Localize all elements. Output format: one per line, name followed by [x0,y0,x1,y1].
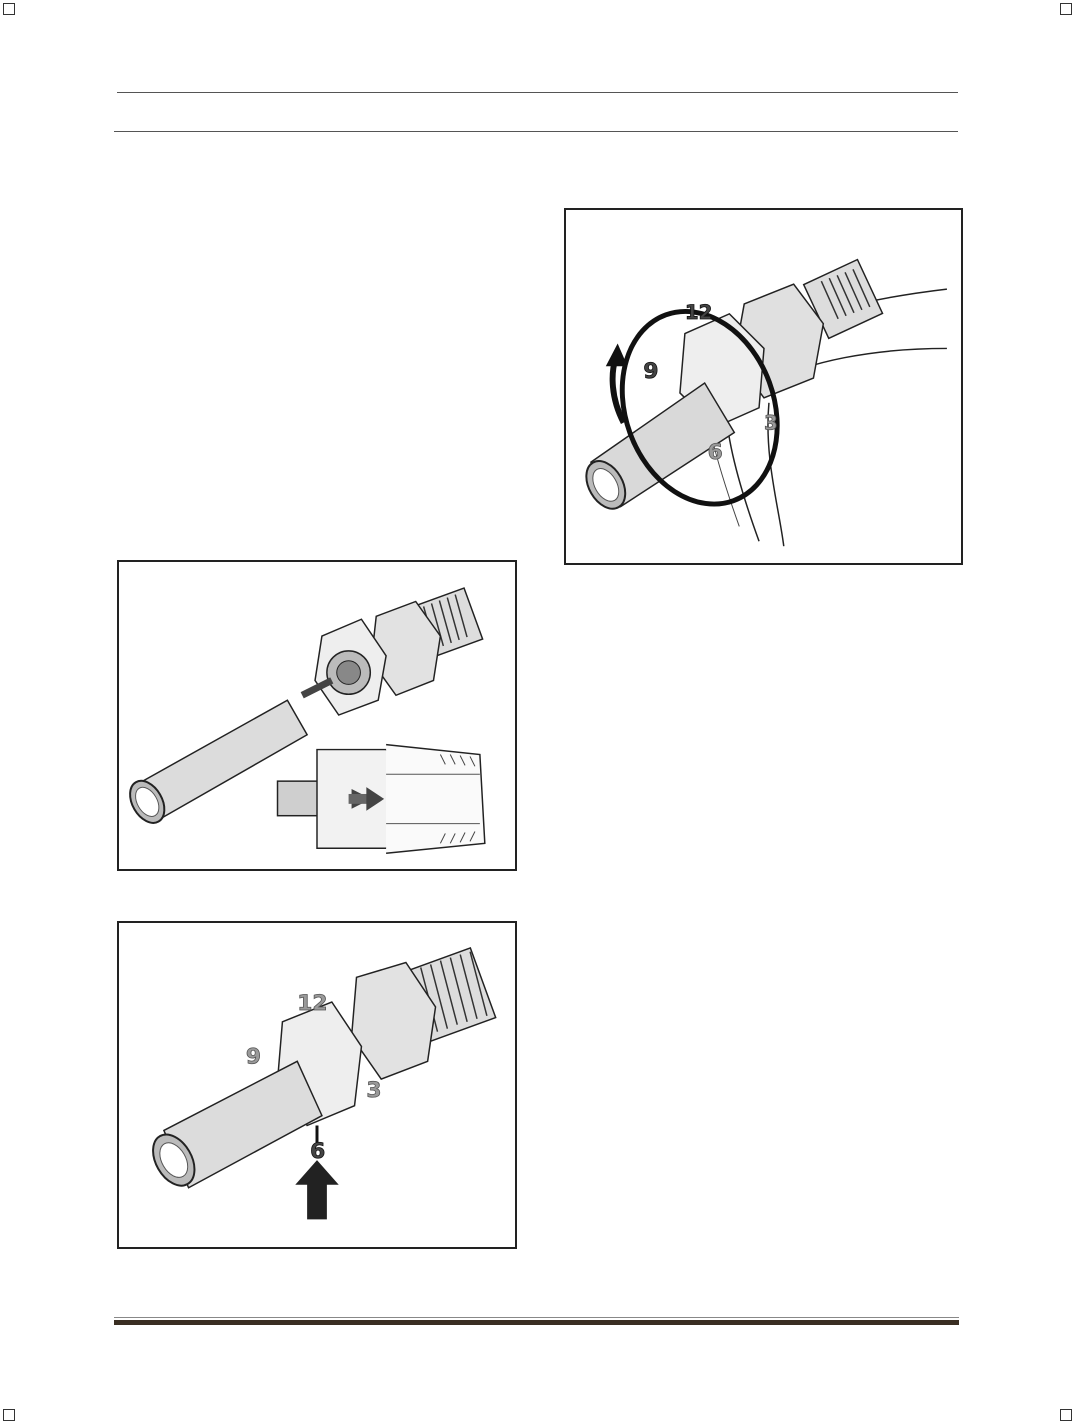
threaded-end [802,258,884,340]
clock-mark-3: 3 [366,1078,381,1103]
fitting-cross-section [276,743,486,854]
figure-finger-tight-mark: 12 9 6 3 [117,921,517,1249]
tube-insertion-illustration [129,587,486,854]
header-rule-top [117,92,958,93]
clock-mark-9: 9 [246,1044,261,1069]
clock-mark-3: 3 [764,412,778,435]
finger-tight-mark-illustration: 12 9 6 3 [152,947,497,1220]
footer-rule [114,1317,959,1318]
clock-mark-9: 9 [643,359,658,384]
wrench-tightening-illustration: 12 9 6 3 [585,258,948,547]
footer-bar [114,1320,959,1325]
clock-mark-6: 6 [310,1139,325,1164]
crop-mark-top-left [3,3,15,15]
header-rule-bottom [114,131,958,132]
crop-mark-bottom-left [3,1409,15,1421]
crop-mark-bottom-right [1060,1409,1072,1421]
clock-mark-12: 12 [685,301,713,324]
figure-wrench-tightening: 12 9 6 3 [564,208,963,565]
clock-mark-12: 12 [297,991,327,1016]
crop-mark-top-right [1060,3,1072,15]
figure-tube-insertion [117,560,517,871]
clock-mark-6: 6 [708,440,723,465]
